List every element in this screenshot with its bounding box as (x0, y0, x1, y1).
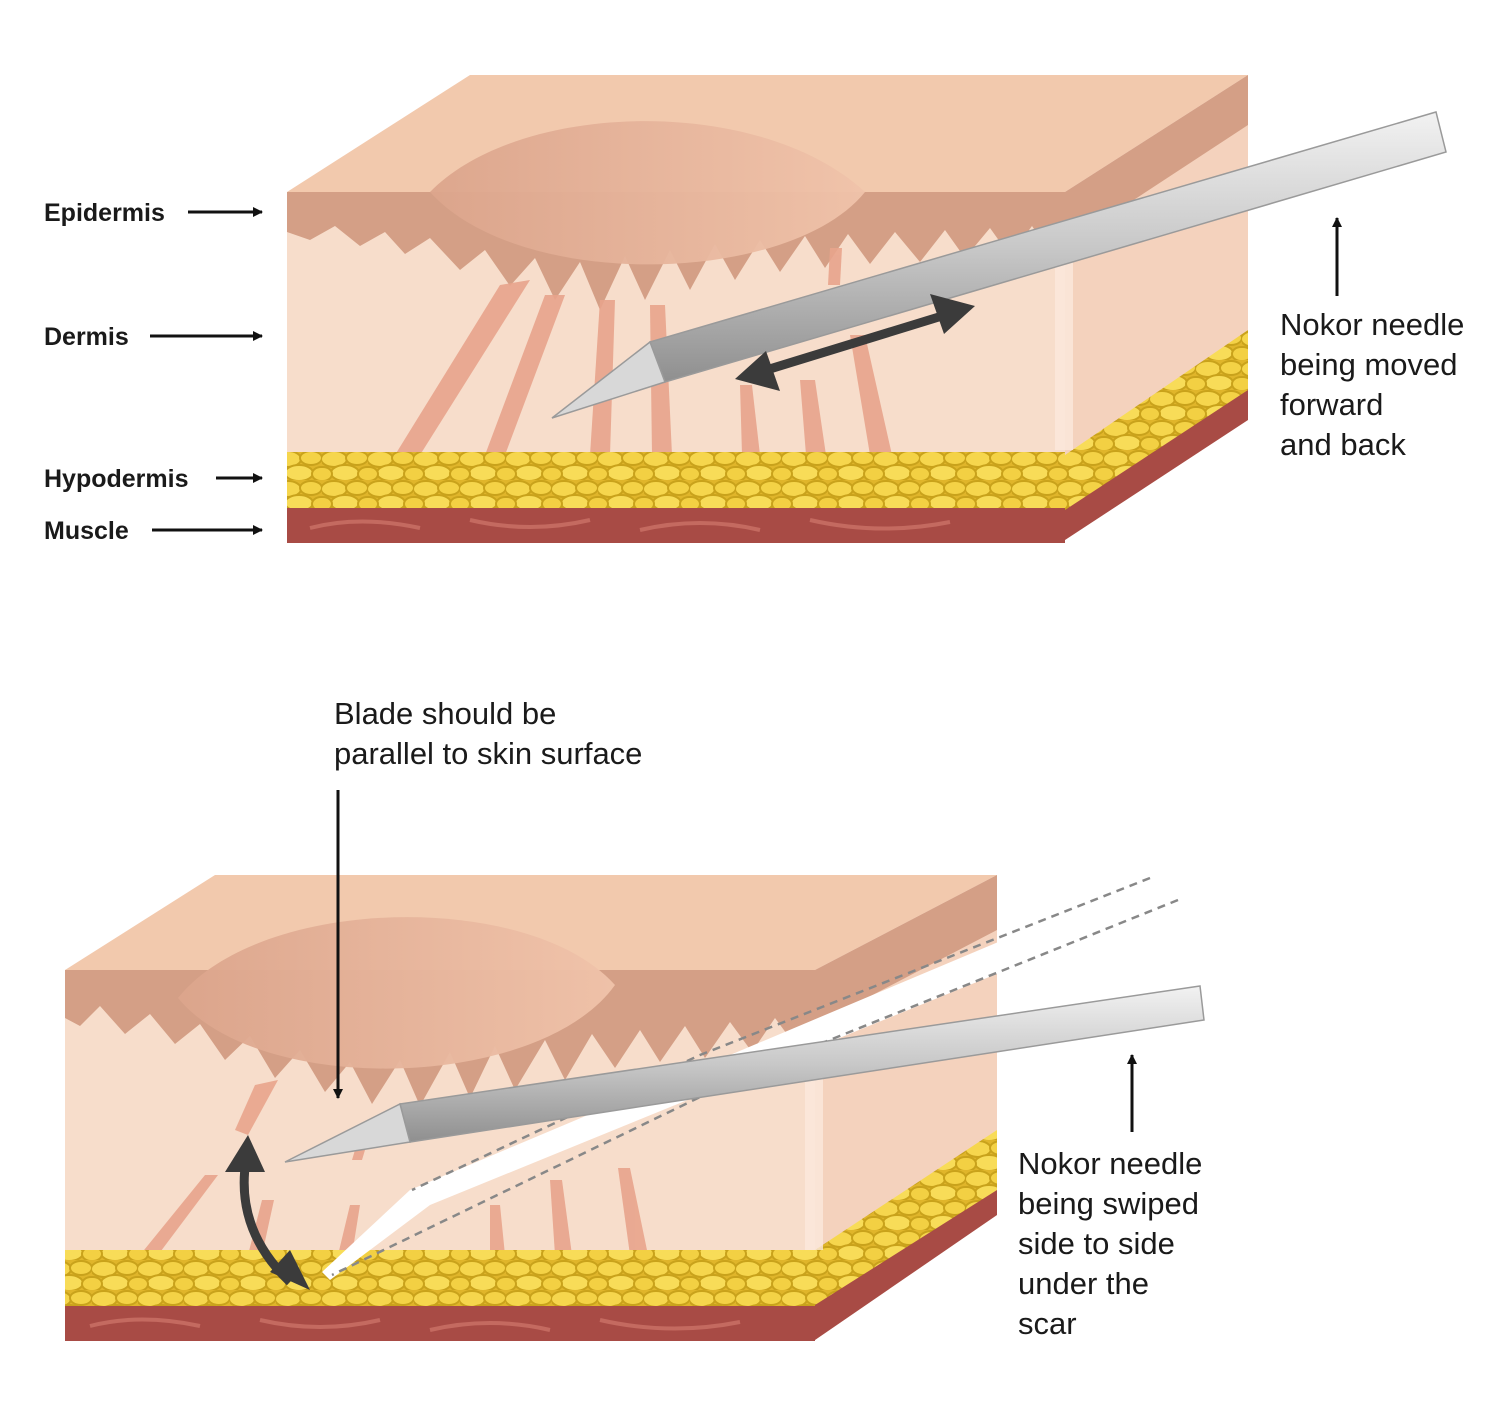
bottom-needle-bevel (284, 1102, 411, 1163)
side-to-side-arrow (225, 1135, 310, 1290)
top-fibrous-strands (395, 248, 892, 455)
bottom-fibrous-strands (140, 1080, 648, 1255)
bottom-needle-caption-line: scar (1018, 1306, 1077, 1341)
bottom-muscle-fibers (89, 1317, 741, 1332)
top-needle-caption-line: and back (1280, 427, 1406, 462)
bottom-needle-caption-line: under the (1018, 1266, 1149, 1301)
label-epidermis: Epidermis (44, 199, 165, 227)
top-right-fat (1065, 330, 1248, 515)
bottom-needle-caption-line: being swiped (1018, 1186, 1199, 1221)
bottom-right-epidermis (815, 875, 997, 1025)
top-right-epidermis (1065, 75, 1248, 245)
label-hypodermis: Hypodermis (44, 465, 188, 493)
label-muscle: Muscle (44, 517, 129, 545)
top-needle-caption-line: Nokor needle (1280, 307, 1464, 342)
bottom-needle-caption-line: Nokor needle (1018, 1146, 1202, 1181)
top-right-muscle (1065, 390, 1248, 540)
top-needle (551, 111, 1447, 419)
top-needle-caption: Nokor needle being moved forward and bac… (1280, 307, 1473, 462)
top-muscle-fibers (309, 518, 951, 532)
blade-caption: Blade should be parallel to skin surface (334, 696, 642, 771)
blade-caption-line: Blade should be (334, 696, 556, 731)
top-hypodermis-fat (287, 452, 1065, 510)
bottom-scar (178, 917, 615, 1069)
sweep-wedge (322, 878, 1178, 1280)
label-dermis: Dermis (44, 323, 129, 351)
top-edge-highlight (1055, 250, 1073, 450)
top-needle-caption-line: being moved (1280, 347, 1458, 382)
forward-back-arrow (735, 294, 975, 391)
bottom-hypodermis-fat (65, 1250, 815, 1308)
bottom-needle (284, 985, 1205, 1163)
bottom-needle-caption-line: side to side (1018, 1226, 1175, 1261)
bottom-skin-block (65, 875, 997, 1341)
top-needle-caption-line: forward (1280, 387, 1383, 422)
top-scar (430, 121, 865, 265)
top-skin-block (287, 75, 1248, 543)
blade-caption-line: parallel to skin surface (334, 736, 642, 771)
bottom-edge-highlight (805, 1040, 823, 1250)
layer-label-arrows (150, 207, 263, 535)
bottom-needle-caption: Nokor needle being swiped side to side u… (1018, 1146, 1211, 1341)
top-needle-bevel (551, 340, 666, 419)
bottom-right-muscle (815, 1190, 997, 1340)
sweep-dashed-outline-upper (411, 876, 1151, 1192)
bottom-right-fat (815, 1130, 997, 1310)
